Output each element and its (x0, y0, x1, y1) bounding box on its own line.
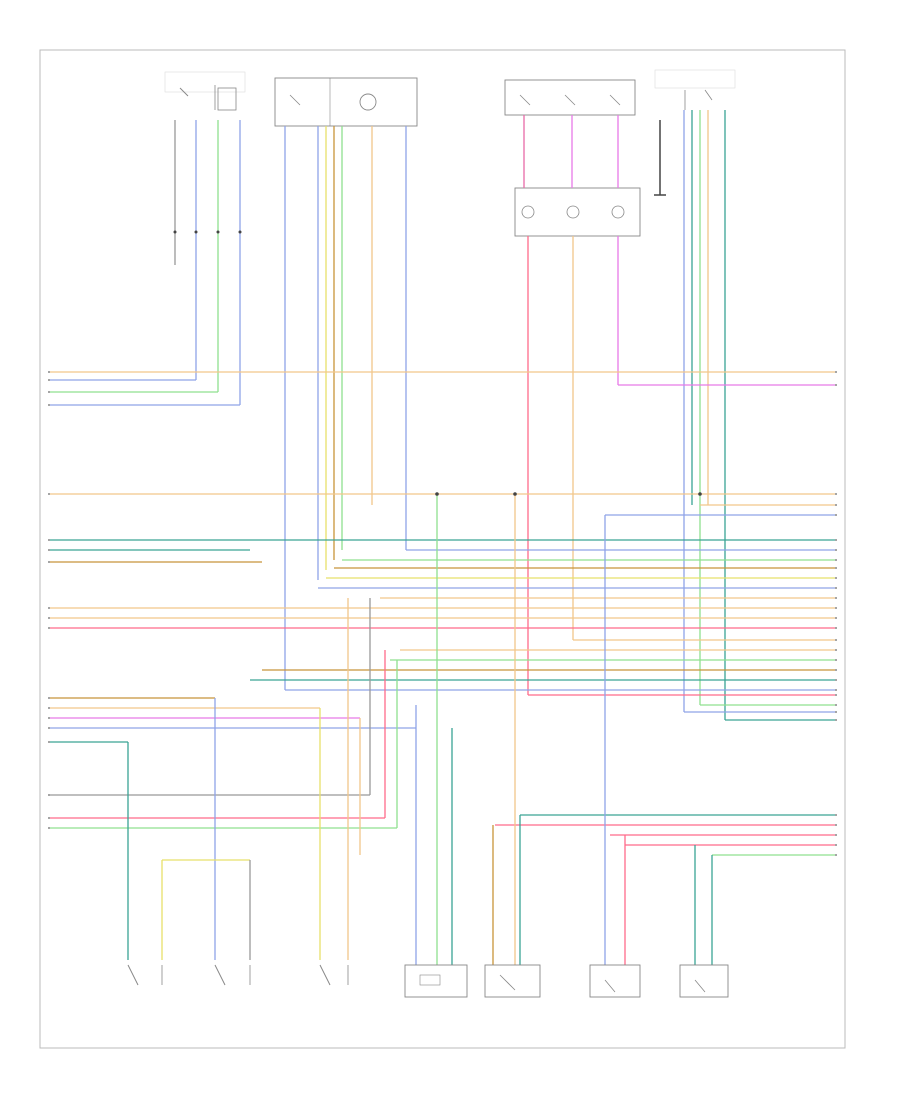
top-vertical-wires (174, 110, 726, 720)
horizontal-bus-wires (50, 371, 835, 856)
top-far-right-component (654, 69, 736, 110)
bottom-component-2 (214, 964, 251, 986)
sensor-icon (359, 93, 377, 111)
bottom-component-5 (484, 964, 541, 998)
middle-fuse-block (514, 187, 641, 237)
top-left-switch-component (164, 71, 246, 111)
splice-icon (173, 230, 702, 496)
fuse-icon (521, 205, 535, 219)
bottom-component-4 (404, 964, 468, 998)
bottom-component-6 (589, 964, 641, 998)
top-right-connector-module (504, 79, 636, 116)
bottom-component-3 (319, 964, 349, 986)
switch-icon (127, 964, 139, 986)
left-edge-connectors (48, 371, 50, 829)
ground-icon (654, 120, 666, 196)
top-center-module (274, 77, 418, 127)
right-edge-connectors (835, 371, 837, 856)
bottom-component-1 (127, 964, 163, 986)
lower-vertical-wires (127, 494, 713, 965)
diagram-frame (39, 49, 846, 1049)
bottom-component-7 (679, 964, 729, 998)
